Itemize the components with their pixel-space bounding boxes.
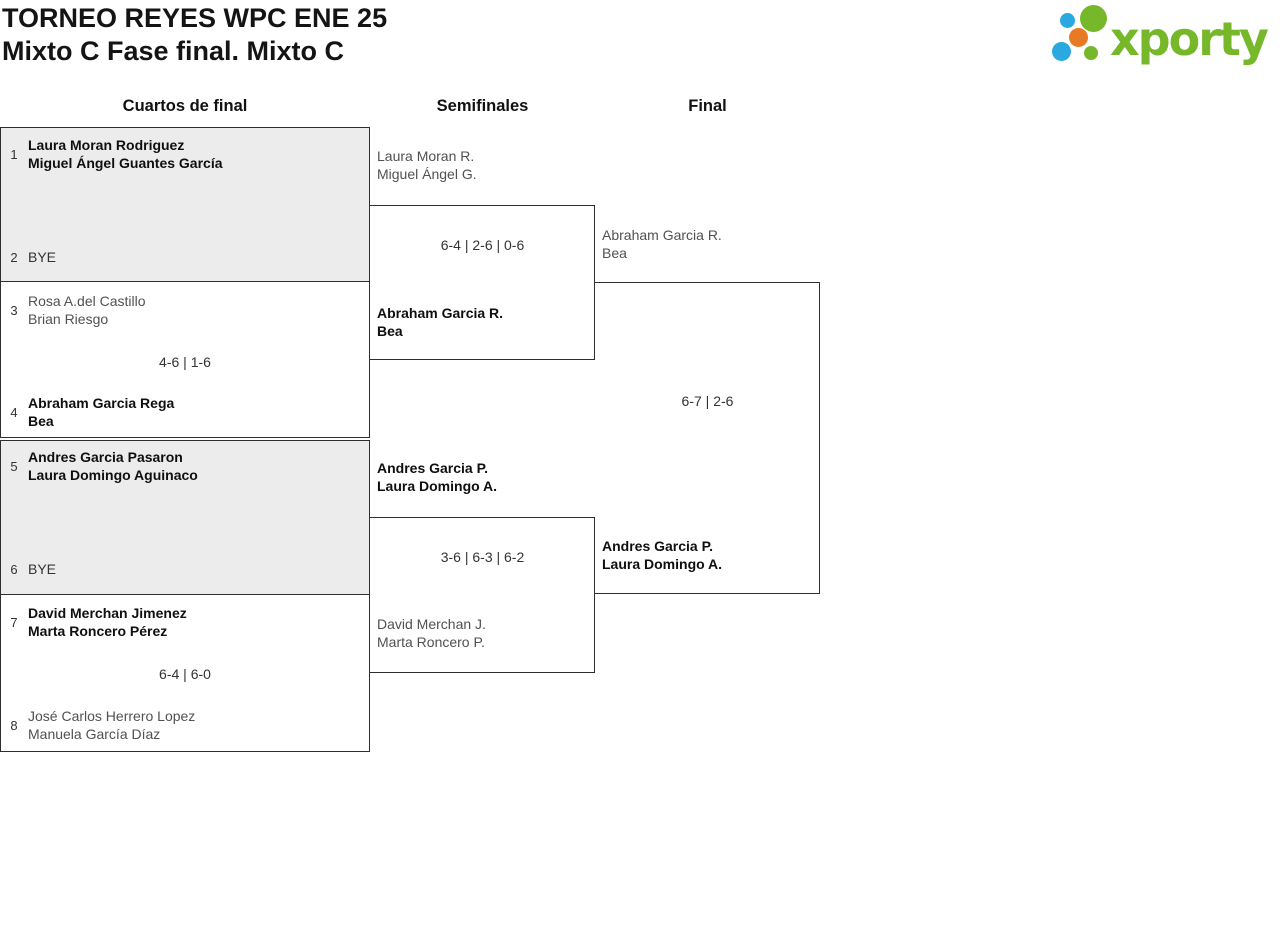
player-name: David Merchan J. bbox=[377, 616, 486, 632]
player-name: David Merchan Jimenez bbox=[28, 605, 187, 621]
match-score: 3-6 | 6-3 | 6-2 bbox=[440, 549, 525, 565]
player-name: José Carlos Herrero Lopez bbox=[28, 708, 196, 724]
player-name: Andres Garcia P. bbox=[602, 538, 714, 554]
player-name: Abraham Garcia R. bbox=[377, 305, 504, 321]
player-name: Marta Roncero Pérez bbox=[28, 623, 168, 639]
page-title-block: TORNEO REYES WPC ENE 25 Mixto C Fase fin… bbox=[2, 2, 387, 68]
player-name: Bea bbox=[28, 413, 54, 429]
player-name: Manuela García Díaz bbox=[28, 726, 161, 742]
player-name: Andres Garcia Pasaron bbox=[28, 449, 183, 465]
player-name: Laura Domingo A. bbox=[377, 478, 498, 494]
seed-number: 2 bbox=[10, 249, 18, 265]
match-score: 4-6 | 1-6 bbox=[159, 354, 211, 370]
match-score: 6-4 | 2-6 | 0-6 bbox=[440, 237, 525, 253]
player-name: Miguel Ángel G. bbox=[377, 166, 477, 182]
team-name: Laura Moran R. Miguel Ángel G. bbox=[377, 147, 477, 183]
bye-label: BYE bbox=[28, 561, 57, 577]
match-box-qf4 bbox=[0, 595, 370, 752]
team-name: David Merchan J. Marta Roncero P. bbox=[377, 615, 486, 651]
team-name: David Merchan Jimenez Marta Roncero Pére… bbox=[28, 604, 187, 640]
seed-number: 1 bbox=[10, 146, 18, 162]
player-name: Rosa A.del Castillo bbox=[28, 293, 146, 309]
player-name: Bea bbox=[377, 323, 403, 339]
seed-number: 8 bbox=[10, 717, 18, 733]
seed-number: 5 bbox=[10, 458, 18, 474]
seed-number: 7 bbox=[10, 614, 18, 630]
bye-label: BYE bbox=[28, 249, 57, 265]
match-box-sf1 bbox=[370, 205, 595, 360]
player-name: Laura Domingo Aguinaco bbox=[28, 467, 198, 483]
team-name: Abraham Garcia R. Bea bbox=[377, 304, 503, 340]
match-score: 6-4 | 6-0 bbox=[159, 666, 211, 682]
player-name: Laura Moran Rodriguez bbox=[28, 137, 185, 153]
logo-dot-blue-medium-icon bbox=[1052, 42, 1071, 61]
player-name: Bea bbox=[602, 245, 627, 261]
player-name: Laura Moran R. bbox=[377, 148, 475, 164]
xporty-logo-text: xporty bbox=[1110, 12, 1269, 66]
match-box-qf1 bbox=[0, 127, 370, 282]
player-name: Abraham Garcia R. bbox=[602, 227, 722, 243]
player-name: Andres Garcia P. bbox=[377, 460, 489, 476]
team-name: Abraham Garcia Rega Bea bbox=[28, 394, 174, 430]
seed-number: 3 bbox=[10, 302, 18, 318]
team-name: Rosa A.del Castillo Brian Riesgo bbox=[28, 292, 146, 328]
match-score: 6-7 | 2-6 bbox=[681, 393, 734, 409]
round-header-quarterfinals: Cuartos de final bbox=[122, 97, 248, 115]
page-title: TORNEO REYES WPC ENE 25 bbox=[2, 3, 388, 33]
logo-dot-green-large-icon bbox=[1080, 5, 1107, 32]
team-name: Laura Moran Rodriguez Miguel Ángel Guant… bbox=[28, 136, 223, 172]
round-header-semifinals: Semifinales bbox=[436, 97, 529, 115]
seed-number: 4 bbox=[10, 404, 18, 420]
player-name: Marta Roncero P. bbox=[377, 634, 485, 650]
team-name: Andres Garcia P. Laura Domingo A. bbox=[377, 459, 497, 495]
team-name: Abraham Garcia R. Bea bbox=[602, 226, 722, 262]
match-box-final bbox=[595, 282, 820, 594]
round-header-final: Final bbox=[688, 97, 727, 115]
team-name: José Carlos Herrero Lopez Manuela García… bbox=[28, 707, 195, 743]
match-box-qf2 bbox=[0, 282, 370, 438]
page-subtitle: Mixto C Fase final. Mixto C bbox=[2, 36, 345, 66]
match-box-qf3 bbox=[0, 440, 370, 595]
team-name champion: Andres Garcia P. Laura Domingo A. bbox=[602, 537, 722, 573]
player-name: Laura Domingo A. bbox=[602, 556, 723, 572]
player-name: Miguel Ángel Guantes García bbox=[28, 155, 223, 171]
team-name: Andres Garcia Pasaron Laura Domingo Agui… bbox=[28, 448, 198, 484]
logo-dot-green-small-icon bbox=[1084, 46, 1098, 60]
seed-number: 6 bbox=[10, 561, 18, 577]
player-name: Abraham Garcia Rega bbox=[28, 395, 175, 411]
player-name: Brian Riesgo bbox=[28, 311, 109, 327]
match-box-sf2 bbox=[370, 517, 595, 673]
logo-dot-orange-icon bbox=[1069, 28, 1088, 47]
logo-dot-blue-small-icon bbox=[1060, 13, 1075, 28]
